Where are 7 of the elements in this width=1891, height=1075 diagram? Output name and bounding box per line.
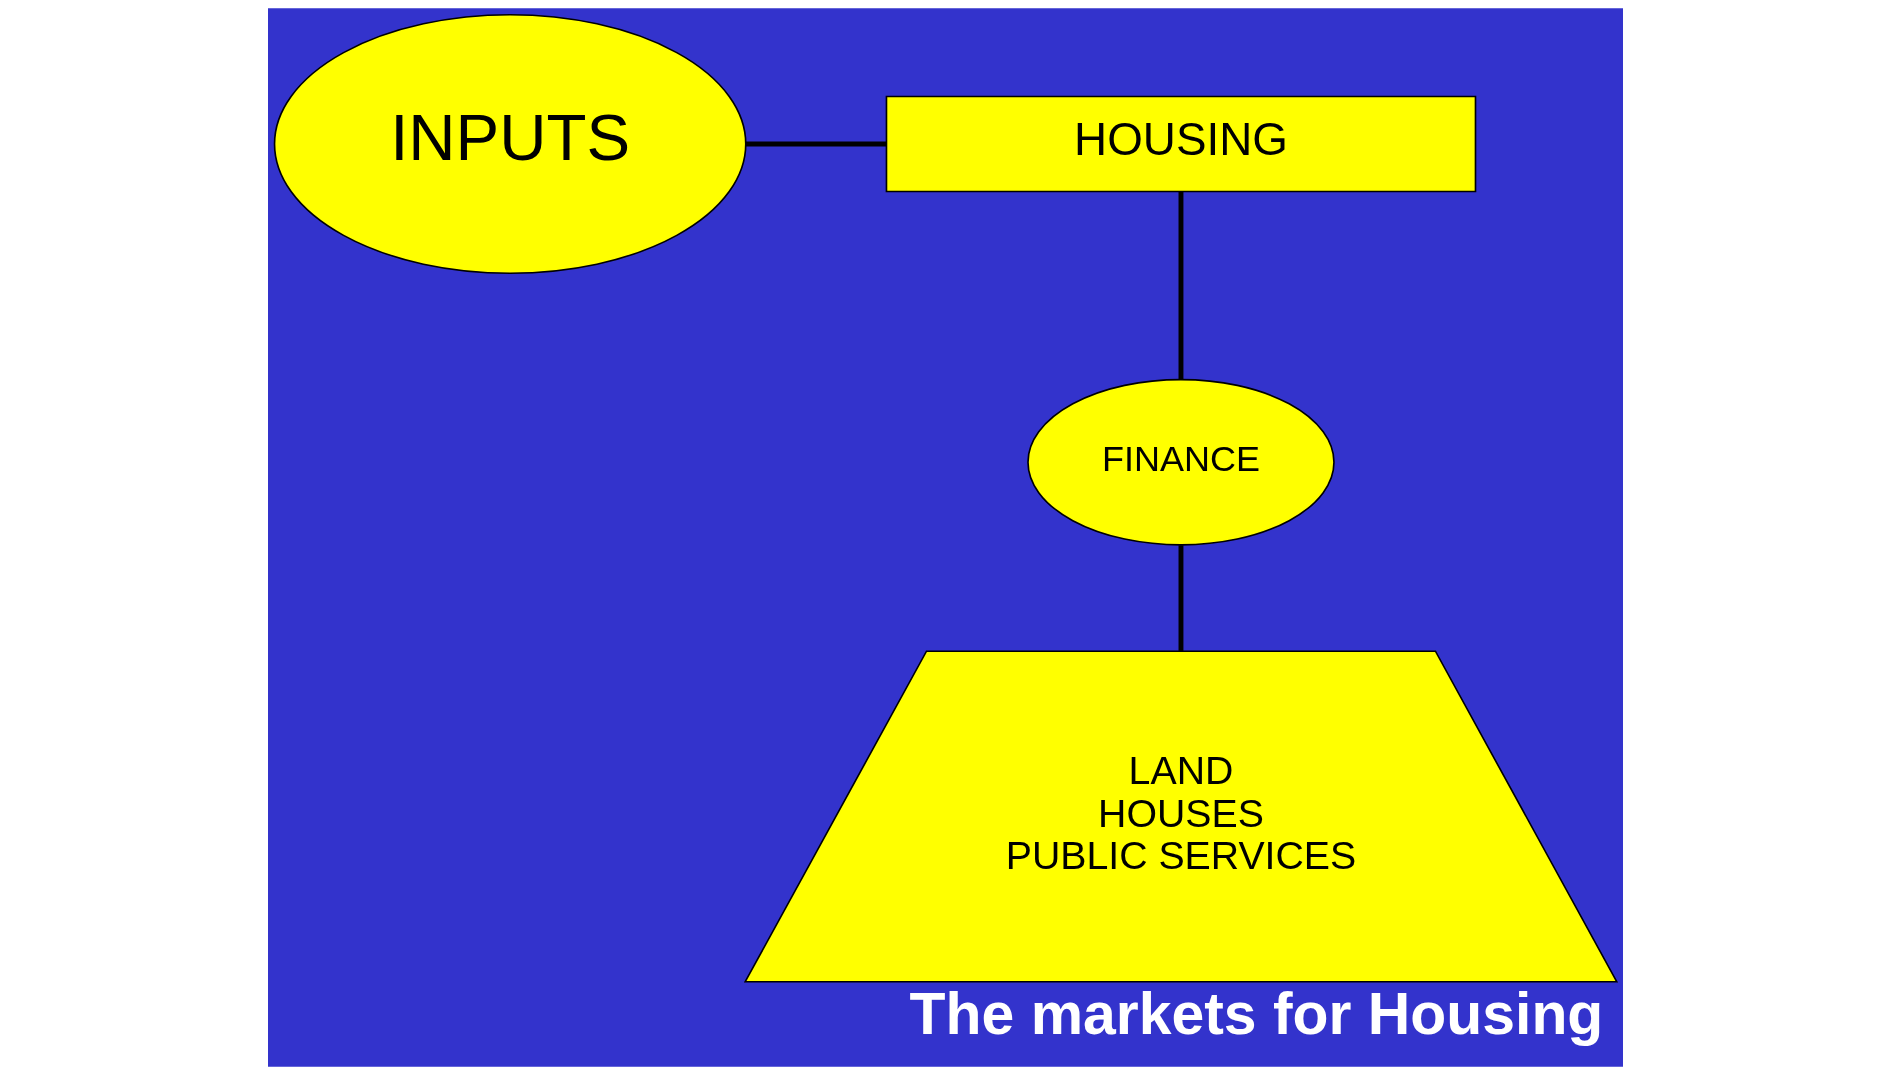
connector xyxy=(1178,545,1184,651)
caption: The markets for Housing xyxy=(909,980,1604,1046)
connector xyxy=(746,141,887,147)
node-ellipse: INPUTS xyxy=(273,13,747,275)
node-ellipse: FINANCE xyxy=(1027,378,1335,546)
connector xyxy=(1178,192,1184,380)
node-box: HOUSING xyxy=(885,95,1477,193)
